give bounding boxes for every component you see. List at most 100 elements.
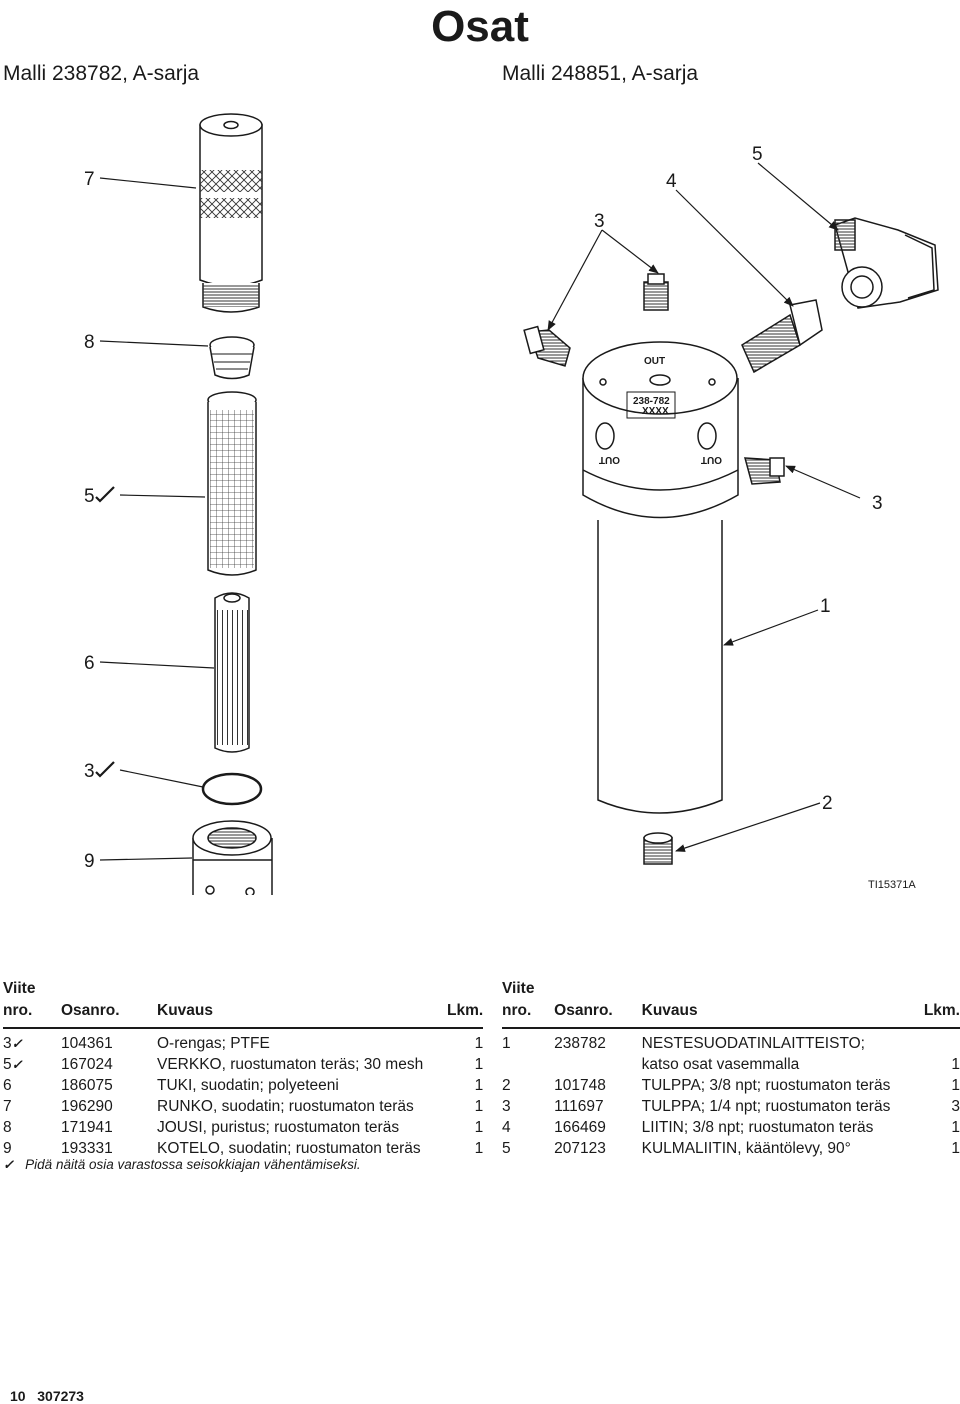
check-icon: ✓	[11, 1036, 23, 1051]
header-ref-line2: nro.	[3, 1000, 61, 1029]
page-number: 10	[10, 1388, 26, 1404]
serial-plate-label: XXXX	[642, 406, 669, 417]
page-title: Osat	[431, 2, 529, 51]
ref-number: 2	[502, 1077, 511, 1094]
part-number: 111697	[554, 1098, 604, 1115]
ref-number: 4	[502, 1119, 511, 1136]
header-qty: Lkm.	[447, 1000, 484, 1029]
part-description: TUKI, suodatin; polyeteeni	[157, 1077, 339, 1094]
footnote: ✓ Pidä näitä osia varastossa seisokkiaja…	[3, 1157, 361, 1173]
part-description: katso osat vasemmalla	[641, 1056, 800, 1073]
part-number	[554, 1054, 641, 1075]
header-qty: Lkm.	[923, 1000, 960, 1029]
part-number: 167024	[61, 1056, 113, 1073]
table-row: 7 196290 RUNKO, suodatin; ruostumaton te…	[3, 1096, 483, 1117]
callout-right-2: 2	[822, 793, 833, 814]
ref-number: 8	[3, 1119, 12, 1136]
part-number: 104361	[61, 1035, 113, 1052]
table-row: 2 101748 TULPPA; 3/8 npt; ruostumaton te…	[502, 1075, 960, 1096]
part-description: KOTELO, suodatin; ruostumaton teräs	[157, 1140, 421, 1157]
filter-assembly-part-1	[582, 341, 739, 814]
part-number: 171941	[61, 1119, 113, 1136]
fitting-part-4	[741, 299, 823, 374]
part-description: LIITIN; 3/8 npt; ruostumaton teräs	[641, 1119, 874, 1136]
part-quantity: 1	[951, 1056, 960, 1073]
ref-number: 5	[502, 1140, 511, 1157]
callout-left-3: 3	[84, 761, 95, 782]
check-icon: ✓	[11, 1057, 23, 1072]
plug-part-3-top	[643, 273, 669, 311]
part-description: KULMALIITIN, kääntölevy, 90°	[641, 1140, 851, 1157]
ref-number: 3	[502, 1098, 511, 1115]
ref-number: 1	[502, 1035, 511, 1052]
part-description: O-rengas; PTFE	[157, 1035, 270, 1052]
footnote-text: Pidä näitä osia varastossa seisokkiajan …	[25, 1157, 361, 1172]
swivel-elbow-part-5	[834, 217, 939, 309]
table-row: 8 171941 JOUSI, puristus; ruostumaton te…	[3, 1117, 483, 1138]
port-label-right: OUT	[701, 454, 722, 465]
header-ref-line2: nro.	[502, 1000, 555, 1029]
callout-right-3a: 3	[594, 211, 605, 232]
part-quantity: 1	[951, 1077, 960, 1094]
callout-left-7: 7	[84, 169, 95, 190]
parts-table-left: Viite nro. Osanro. Kuvaus Lkm. 3✓ 104361…	[3, 980, 484, 1159]
check-icon	[95, 486, 115, 778]
spring-part-8	[209, 336, 255, 380]
ref-number: 9	[3, 1140, 12, 1157]
table-row: 3 111697 TULPPA; 1/4 npt; ruostumaton te…	[502, 1096, 960, 1117]
port-label-left: OUT	[599, 454, 620, 465]
figure-code: TI15371A	[868, 879, 916, 891]
callout-right-1: 1	[820, 596, 831, 617]
part-number: 166469	[554, 1119, 606, 1136]
filter-body-part-7	[199, 113, 263, 313]
part-quantity: 3	[951, 1098, 960, 1115]
part-quantity: 1	[474, 1056, 484, 1073]
housing-part-9	[192, 820, 273, 895]
parts-table-right: Viite nro. Osanro. Kuvaus Lkm. 1 238782 …	[502, 980, 960, 1159]
part-quantity: 1	[474, 1098, 484, 1115]
ref-number: 5	[3, 1056, 12, 1073]
port-label-top: OUT	[644, 356, 665, 367]
part-quantity: 1	[474, 1119, 484, 1136]
model-right-heading: Malli 248851, A-sarja	[502, 62, 699, 85]
part-description: NESTESUODATINLAITTEISTO;	[641, 1035, 865, 1052]
callout-left-6: 6	[84, 653, 95, 674]
table-row: 5✓ 167024 VERKKO, ruostumaton teräs; 30 …	[3, 1054, 483, 1075]
part-number: 238782	[554, 1035, 606, 1052]
callout-left-8: 8	[84, 332, 95, 353]
part-number: 193331	[61, 1140, 113, 1157]
header-part: Osanro.	[61, 1000, 157, 1029]
table-row: katso osat vasemmalla 1	[502, 1054, 960, 1075]
table-row: 4 166469 LIITIN; 3/8 npt; ruostumaton te…	[502, 1117, 960, 1138]
part-quantity	[924, 1028, 960, 1054]
model-left-heading: Malli 238782, A-sarja	[3, 62, 200, 85]
ref-number: 7	[3, 1098, 12, 1115]
header-desc: Kuvaus	[641, 1000, 924, 1029]
callout-right-3b: 3	[872, 493, 883, 514]
part-description: VERKKO, ruostumaton teräs; 30 mesh	[157, 1056, 424, 1073]
part-description: TULPPA; 3/8 npt; ruostumaton teräs	[641, 1077, 891, 1094]
part-quantity: 1	[474, 1035, 484, 1052]
callout-right-5: 5	[752, 144, 763, 165]
ref-number: 3	[3, 1035, 12, 1052]
callout-left-9: 9	[84, 851, 95, 872]
part-number: 186075	[61, 1077, 113, 1094]
part-quantity: 1	[951, 1119, 960, 1136]
header-ref-line1: Viite	[3, 980, 36, 997]
callout-right-4: 4	[666, 171, 677, 192]
o-ring-part-3	[201, 772, 263, 806]
part-quantity: 1	[951, 1140, 960, 1157]
part-quantity: 1	[474, 1077, 484, 1094]
page-footer: 10 307273	[10, 1388, 84, 1404]
part-description: JOUSI, puristus; ruostumaton teräs	[157, 1119, 400, 1136]
model-plate-label: 238-782	[633, 396, 670, 407]
plug-part-2	[643, 832, 673, 865]
support-part-6	[214, 592, 250, 753]
mesh-screen-part-5	[207, 391, 257, 576]
table-row: 5 207123 KULMALIITIN, kääntölevy, 90° 1	[502, 1138, 960, 1159]
parts-illustration: OUT 238-782 XXXX OUT OUT 7 8 5 6 3 9	[84, 113, 939, 895]
check-icon: ✓	[3, 1157, 14, 1172]
part-number: 207123	[554, 1140, 606, 1157]
part-number: 101748	[554, 1077, 606, 1094]
ref-number: 6	[3, 1077, 12, 1094]
